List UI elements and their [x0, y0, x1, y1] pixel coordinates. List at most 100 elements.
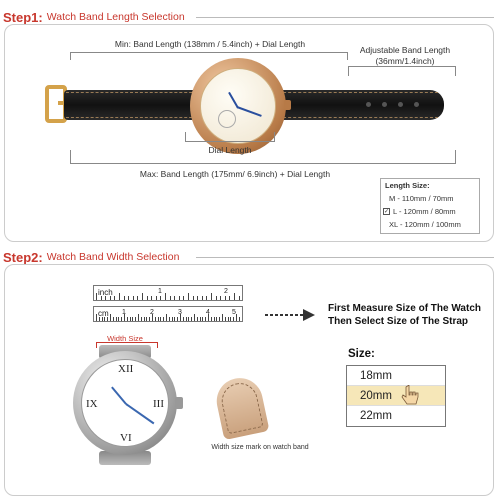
- ruler-tick: [132, 296, 134, 300]
- ruler-tick: [123, 296, 125, 300]
- ruler-tick: [188, 317, 190, 321]
- ruler-tick: [197, 296, 199, 300]
- step2-number: Step2:: [3, 249, 43, 265]
- adjustable-dimension-line: [348, 66, 456, 76]
- cm-ruler: cm 1 2 3 4 5: [93, 306, 243, 322]
- size-option-20mm[interactable]: 20mm: [347, 386, 445, 406]
- silver-watch-image: XII III VI IX: [65, 345, 185, 465]
- ruler-tick: [138, 314, 139, 321]
- ruler-tick: [146, 296, 148, 300]
- inch-mark: 1: [158, 288, 162, 295]
- ruler-tick: [149, 317, 151, 321]
- strap-hole: [382, 102, 387, 107]
- width-dimension-line: [96, 342, 158, 348]
- ruler-tick: [211, 293, 212, 300]
- ruler-tick: [112, 317, 114, 321]
- inch-ruler-label: inch: [98, 288, 113, 297]
- ruler-tick: [215, 296, 217, 300]
- ruler-tick: [206, 296, 208, 300]
- ruler-tick: [213, 317, 215, 321]
- ruler-tick: [160, 296, 162, 300]
- ruler-tick: [219, 317, 221, 321]
- max-length-label: Max: Band Length (175mm/ 6.9inch) + Dial…: [139, 169, 331, 179]
- ruler-tick: [98, 317, 100, 321]
- minute-hand: [125, 403, 155, 425]
- inch-mark: 2: [224, 288, 228, 295]
- step1-header-line: [196, 17, 494, 18]
- roman-numeral-ix: IX: [86, 398, 98, 410]
- ruler-tick: [174, 296, 176, 300]
- subdial: [218, 110, 236, 128]
- ruler-tick: [196, 317, 198, 321]
- ruler-tick: [224, 296, 226, 300]
- max-dimension-line: [70, 150, 456, 164]
- dial-length-label: Dial Length: [208, 145, 252, 155]
- min-dimension-line: [70, 52, 348, 60]
- length-size-m: M - 110mm / 70mm: [389, 194, 454, 203]
- ruler-tick: [152, 314, 153, 321]
- ruler-tick: [169, 296, 171, 300]
- strap-hole: [366, 102, 371, 107]
- ruler-tick: [140, 317, 142, 321]
- ruler-tick: [180, 314, 181, 321]
- ruler-tick: [168, 317, 170, 321]
- ruler-tick: [143, 317, 145, 321]
- strap-left: [64, 90, 204, 120]
- ruler-tick: [185, 317, 187, 321]
- length-size-option[interactable]: M - 110mm / 70mm: [381, 192, 479, 205]
- ruler-tick: [229, 296, 231, 300]
- ruler-tick: [107, 317, 109, 321]
- ruler-tick: [182, 317, 184, 321]
- strap-hole: [414, 102, 419, 107]
- ruler-tick: [154, 317, 156, 321]
- ruler-tick: [177, 317, 179, 321]
- stitch-left: [66, 92, 202, 118]
- ruler-tick: [163, 317, 165, 321]
- step2-header-line: [196, 257, 494, 258]
- ruler-tick: [157, 317, 159, 321]
- crown: [175, 397, 183, 409]
- length-size-option[interactable]: XL - 120mm / 100mm: [381, 218, 479, 231]
- ruler-tick: [109, 296, 111, 300]
- ruler-tick: [191, 317, 193, 321]
- length-size-option[interactable]: ✓L - 120mm / 80mm: [381, 205, 479, 218]
- hour-hand: [111, 386, 127, 405]
- ruler-tick: [104, 317, 106, 321]
- watch-band-image: [40, 58, 450, 154]
- ruler-tick: [201, 296, 203, 300]
- ruler-tick: [151, 296, 153, 300]
- ruler-tick: [110, 314, 111, 321]
- size-option-22mm[interactable]: 22mm: [360, 410, 392, 422]
- ruler-tick: [128, 296, 130, 300]
- step1-title: Watch Band Length Selection: [46, 11, 185, 23]
- step1-number: Step1:: [3, 9, 43, 25]
- ruler-tick: [199, 317, 201, 321]
- ruler-tick: [165, 293, 166, 300]
- instruction-measure: First Measure Size of The Watch: [328, 303, 481, 314]
- ruler-tick: [135, 317, 137, 321]
- checkbox-icon: ✓: [383, 208, 390, 215]
- ruler-tick: [146, 317, 148, 321]
- ruler-tick: [166, 314, 167, 321]
- ruler-tick: [192, 296, 194, 300]
- adjustable-length-label: Adjustable Band Length: [359, 45, 451, 55]
- width-mark-caption: Width size mark on watch band: [211, 444, 309, 451]
- ruler-tick: [126, 317, 128, 321]
- length-size-table: Length Size: M - 110mm / 70mm ✓L - 120mm…: [380, 178, 480, 234]
- size-option-18mm[interactable]: 18mm: [347, 366, 445, 386]
- ruler-tick: [105, 296, 107, 300]
- ruler-tick: [227, 317, 229, 321]
- ruler-tick: [202, 317, 204, 321]
- ruler-tick: [114, 296, 116, 300]
- ruler-tick: [96, 314, 97, 321]
- step1-header: Step1: Watch Band Length Selection: [3, 6, 185, 28]
- width-size-picker: 18mm 20mm 22mm: [346, 365, 446, 427]
- strap-stitch: [218, 379, 264, 435]
- stitch-right: [278, 92, 438, 118]
- ruler-tick: [96, 293, 97, 300]
- adjustable-length-value: (36mm/1.4inch): [375, 56, 435, 66]
- ruler-tick: [155, 296, 157, 300]
- length-size-l: L - 120mm / 80mm: [393, 207, 456, 216]
- ruler-tick: [142, 293, 143, 300]
- step2-title: Watch Band Width Selection: [46, 251, 180, 263]
